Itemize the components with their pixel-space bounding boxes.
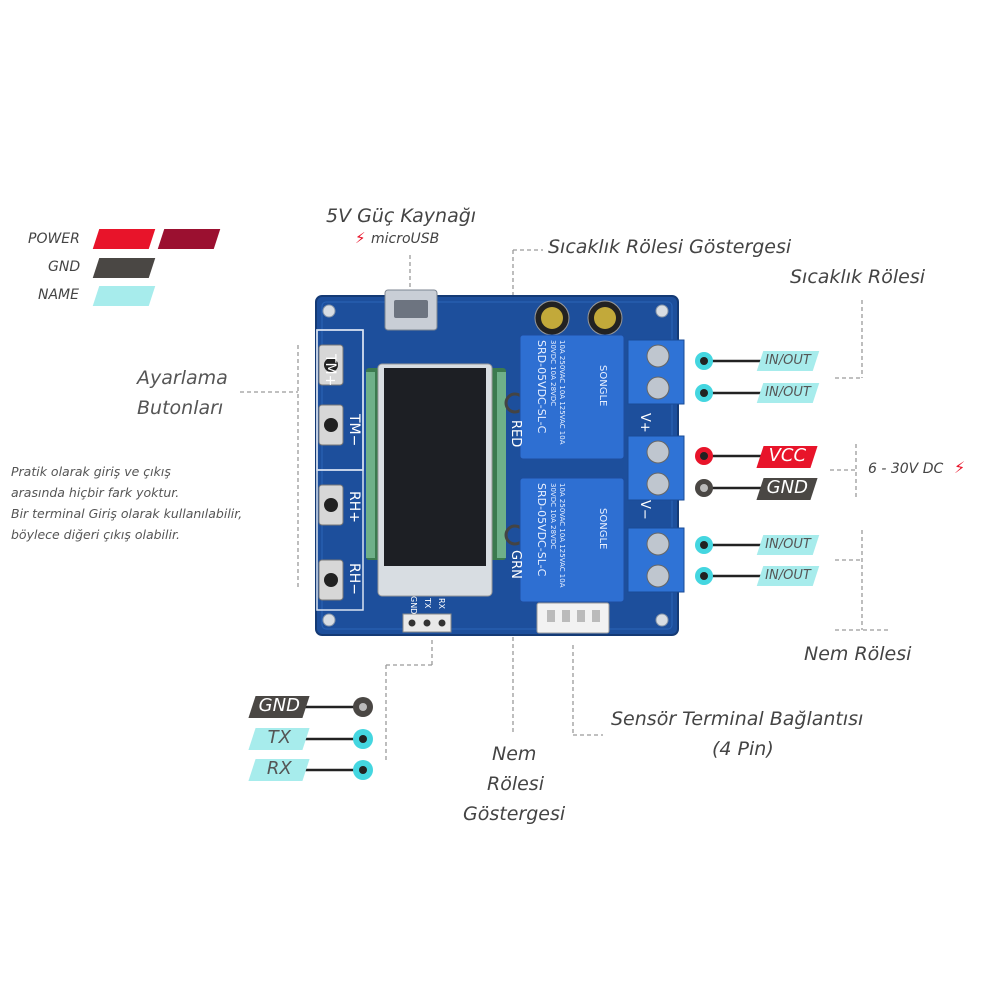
relay-brand-label: SONGLE: [597, 365, 608, 407]
pin-tag-tx: TX: [248, 727, 310, 750]
pin-tag-vcc: VCC: [756, 445, 818, 468]
terminal-blocks: [627, 339, 685, 593]
header-label-rx: RX: [437, 598, 446, 610]
humidity-indicator-label-3: Göstergesi: [463, 803, 566, 825]
pin-tag-text: GND: [766, 477, 808, 498]
pin-tag-text: IN/OUT: [765, 568, 811, 583]
lcd-display: [366, 363, 506, 597]
header-label-tx: TX: [423, 598, 432, 609]
power-supply-label: 5V Güç Kaynağı: [326, 205, 477, 227]
humidity-indicator-label-2: Rölesi: [487, 773, 544, 795]
adjust-buttons-label-1: Ayarlama: [137, 367, 228, 389]
micro-usb-connector: [384, 289, 438, 331]
pin-tag-gnd: GND: [248, 695, 310, 718]
relay-model-label: SRD-05VDC-SL-C: [535, 483, 548, 577]
io-note-line: Pratik olarak giriş ve çıkış: [11, 464, 171, 479]
io-note: Pratik olarak giriş ve çıkış arasında hi…: [11, 461, 242, 545]
pin-tag-text: IN/OUT: [765, 537, 811, 552]
pin-tag-in-out: IN/OUT: [756, 566, 820, 586]
humidity-indicator-label-1: Nem: [492, 743, 537, 765]
pin-dots: [353, 352, 713, 780]
io-note-line: arasında hiçbir fark yoktur.: [11, 485, 180, 500]
legend-gnd-label: GND: [48, 259, 81, 275]
pin-tag-text: VCC: [768, 445, 807, 466]
led-label-red: RED: [508, 420, 523, 448]
header-label-gnd: GND: [409, 596, 418, 615]
pin-tag-rx: RX: [248, 758, 310, 781]
pin-tag-text: IN/OUT: [765, 353, 811, 368]
pin-tag-text: GND: [258, 695, 300, 716]
legend-name-label: NAME: [38, 287, 79, 303]
pin-tag-in-out: IN/OUT: [756, 383, 820, 403]
relay-humidity: [519, 477, 625, 603]
temp-relay-label: Sıcaklık Rölesi: [790, 266, 926, 288]
relay-model-label: SRD-05VDC-SL-C: [535, 340, 548, 434]
button-label-rh-plus: RH+: [346, 491, 362, 523]
led-label-grn: GRN: [508, 550, 523, 579]
relay-rating-label: 10A 250VAC 10A 125VAC 10A 30VDC 10A 28VD…: [549, 483, 566, 588]
humidity-relay-label: Nem Rölesi: [804, 643, 912, 665]
relay-temperature: [519, 334, 625, 460]
io-note-line: Bir terminal Giriş olarak kullanılabilir…: [11, 506, 243, 521]
relay-rating-label: 10A 250VAC 10A 125VAC 10A 30VDC 10A 28VD…: [549, 340, 566, 445]
serial-header: [402, 613, 452, 633]
bolt-icon: ⚡: [355, 229, 366, 247]
adjust-buttons-label-2: Butonları: [137, 397, 224, 419]
terminal-label-vplus: V+: [637, 413, 652, 433]
sensor-terminal-label-1: Sensör Terminal Bağlantısı: [611, 708, 864, 730]
micro-usb-label: microUSB: [371, 231, 440, 247]
terminal-label-vminus: V−: [637, 500, 652, 520]
button-label-tm-minus: TM−: [346, 414, 362, 447]
pin-tag-gnd: GND: [756, 477, 818, 500]
sensor-terminal-label-2: (4 Pin): [712, 738, 774, 760]
capacitors: [534, 300, 623, 336]
voltage-range-label: 6 - 30V DC: [868, 461, 944, 477]
pin-tag-text: RX: [266, 758, 292, 779]
io-note-line: böylece diğeri çıkış olabilir.: [11, 527, 180, 542]
legend-power-label: POWER: [28, 231, 80, 247]
pin-tag-text: TX: [267, 727, 291, 748]
relay-brand-label: SONGLE: [597, 508, 608, 550]
tactile-buttons: [318, 344, 344, 601]
bolt-icon: ⚡: [954, 458, 966, 477]
pin-tag-text: IN/OUT: [765, 385, 811, 400]
button-label-tm-plus: TM+: [322, 354, 338, 387]
pin-tag-in-out: IN/OUT: [756, 535, 820, 555]
button-label-rh-minus: RH−: [346, 563, 362, 595]
leader-lines: [240, 249, 890, 760]
temp-relay-indicator-label: Sıcaklık Rölesi Göstergesi: [548, 236, 792, 258]
sensor-connector: [536, 602, 610, 634]
pin-tag-in-out: IN/OUT: [756, 351, 820, 371]
